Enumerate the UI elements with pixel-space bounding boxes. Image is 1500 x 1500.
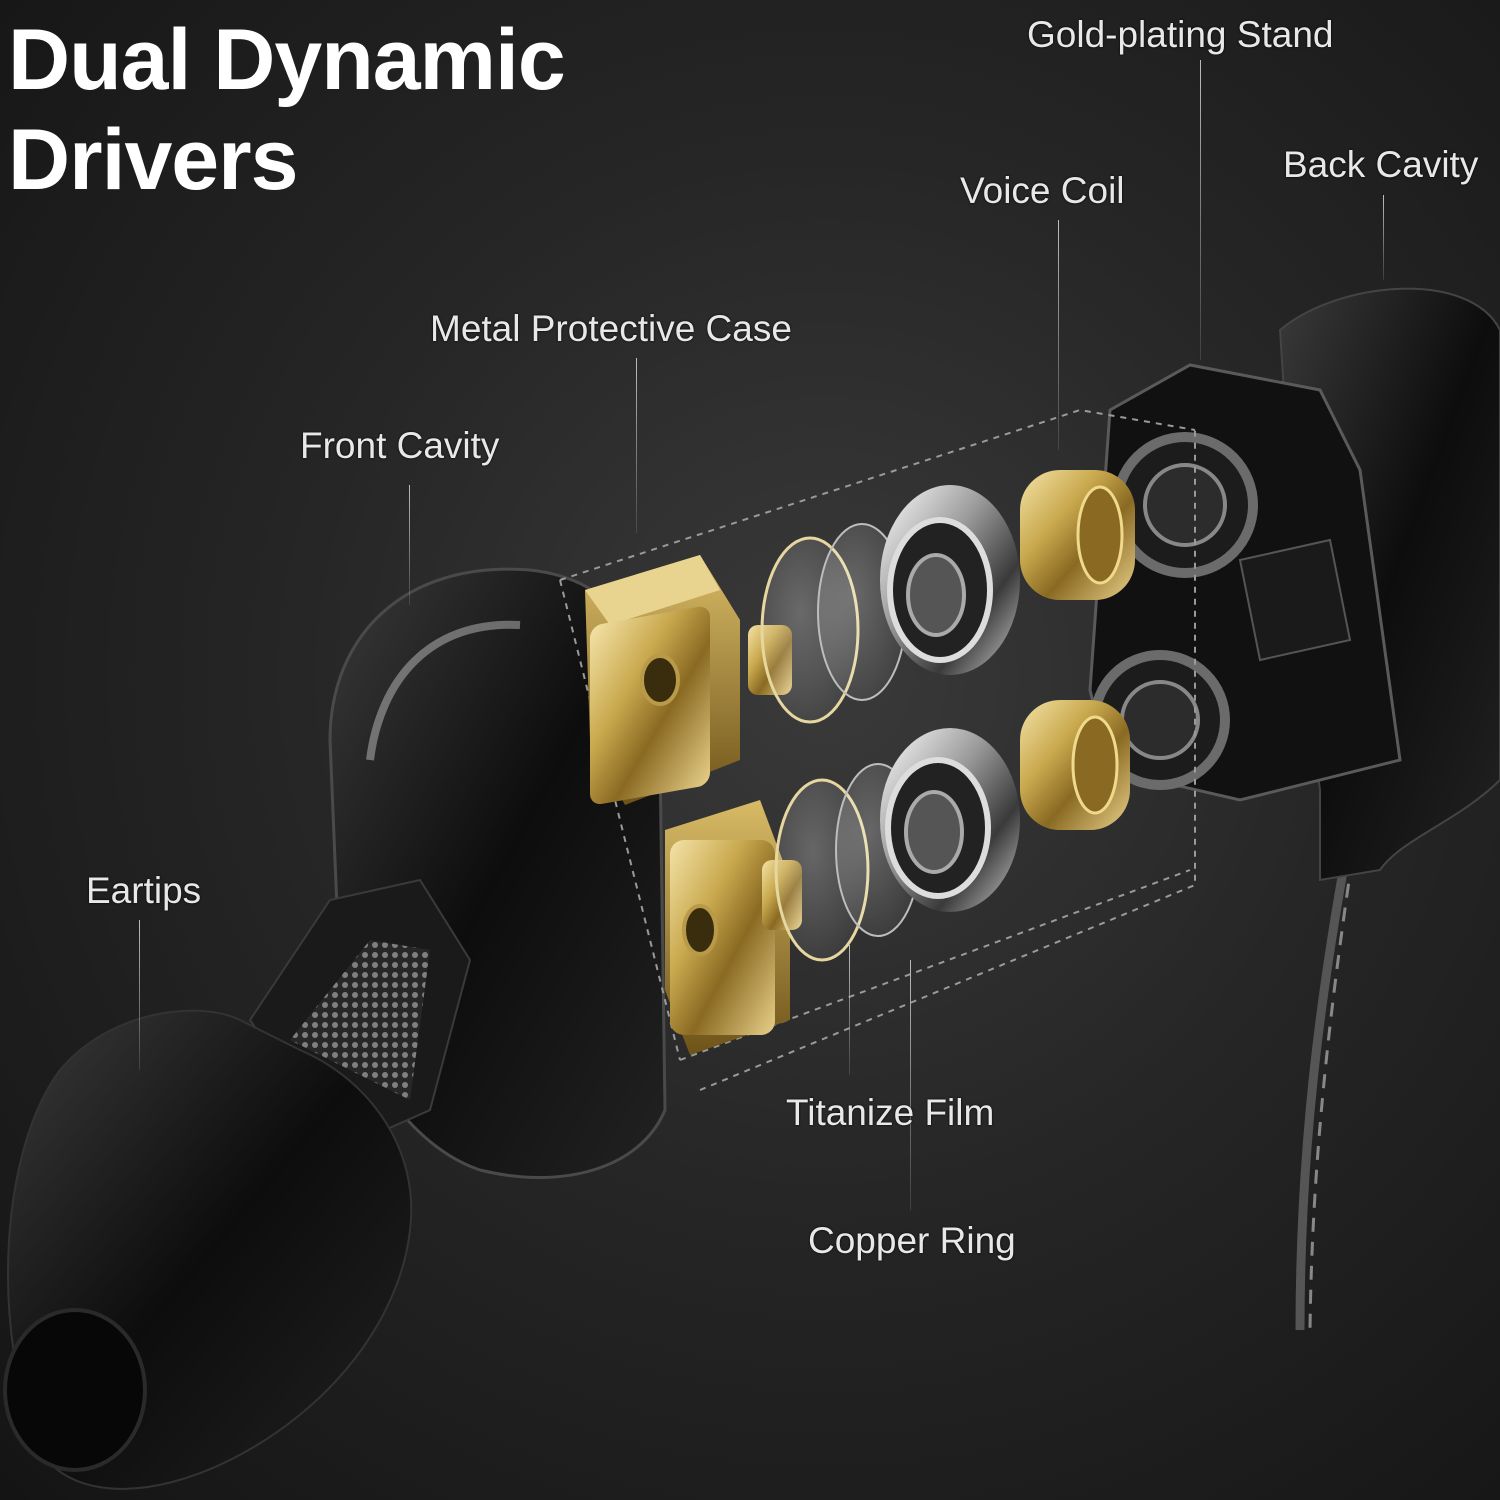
- label-voice-coil: Voice Coil: [960, 170, 1125, 211]
- label-gold-plating-stand: Gold-plating Stand: [1027, 14, 1334, 55]
- upper-driver-stack: [585, 470, 1135, 805]
- leader-back-cavity: [1383, 195, 1384, 280]
- leader-copper-ring: [910, 960, 911, 1210]
- label-titanize-film: Titanize Film: [786, 1092, 995, 1133]
- label-copper-ring: Copper Ring: [808, 1220, 1016, 1261]
- label-front-cavity: Front Cavity: [300, 425, 500, 466]
- label-eartips: Eartips: [86, 870, 202, 911]
- label-metal-protective-case: Metal Protective Case: [430, 308, 792, 349]
- title-line-1: Dual Dynamic: [8, 12, 566, 108]
- diagram-title: Dual Dynamic Drivers: [8, 10, 566, 210]
- leader-metal-protective-case: [636, 358, 637, 533]
- back-cavity-housing: [1088, 287, 1500, 882]
- leader-gold-plating-stand: [1200, 60, 1201, 360]
- leader-voice-coil: [1058, 220, 1059, 450]
- leader-titanize-film: [849, 945, 850, 1075]
- lower-driver-stack: [665, 700, 1130, 1055]
- leader-eartips: [139, 920, 140, 1070]
- title-line-2: Drivers: [8, 112, 298, 208]
- leader-front-cavity: [409, 485, 410, 605]
- explode-guide-box: [559, 408, 1196, 1091]
- eartip: [3, 878, 472, 1490]
- label-back-cavity: Back Cavity: [1283, 144, 1479, 185]
- cable: [1295, 859, 1354, 1331]
